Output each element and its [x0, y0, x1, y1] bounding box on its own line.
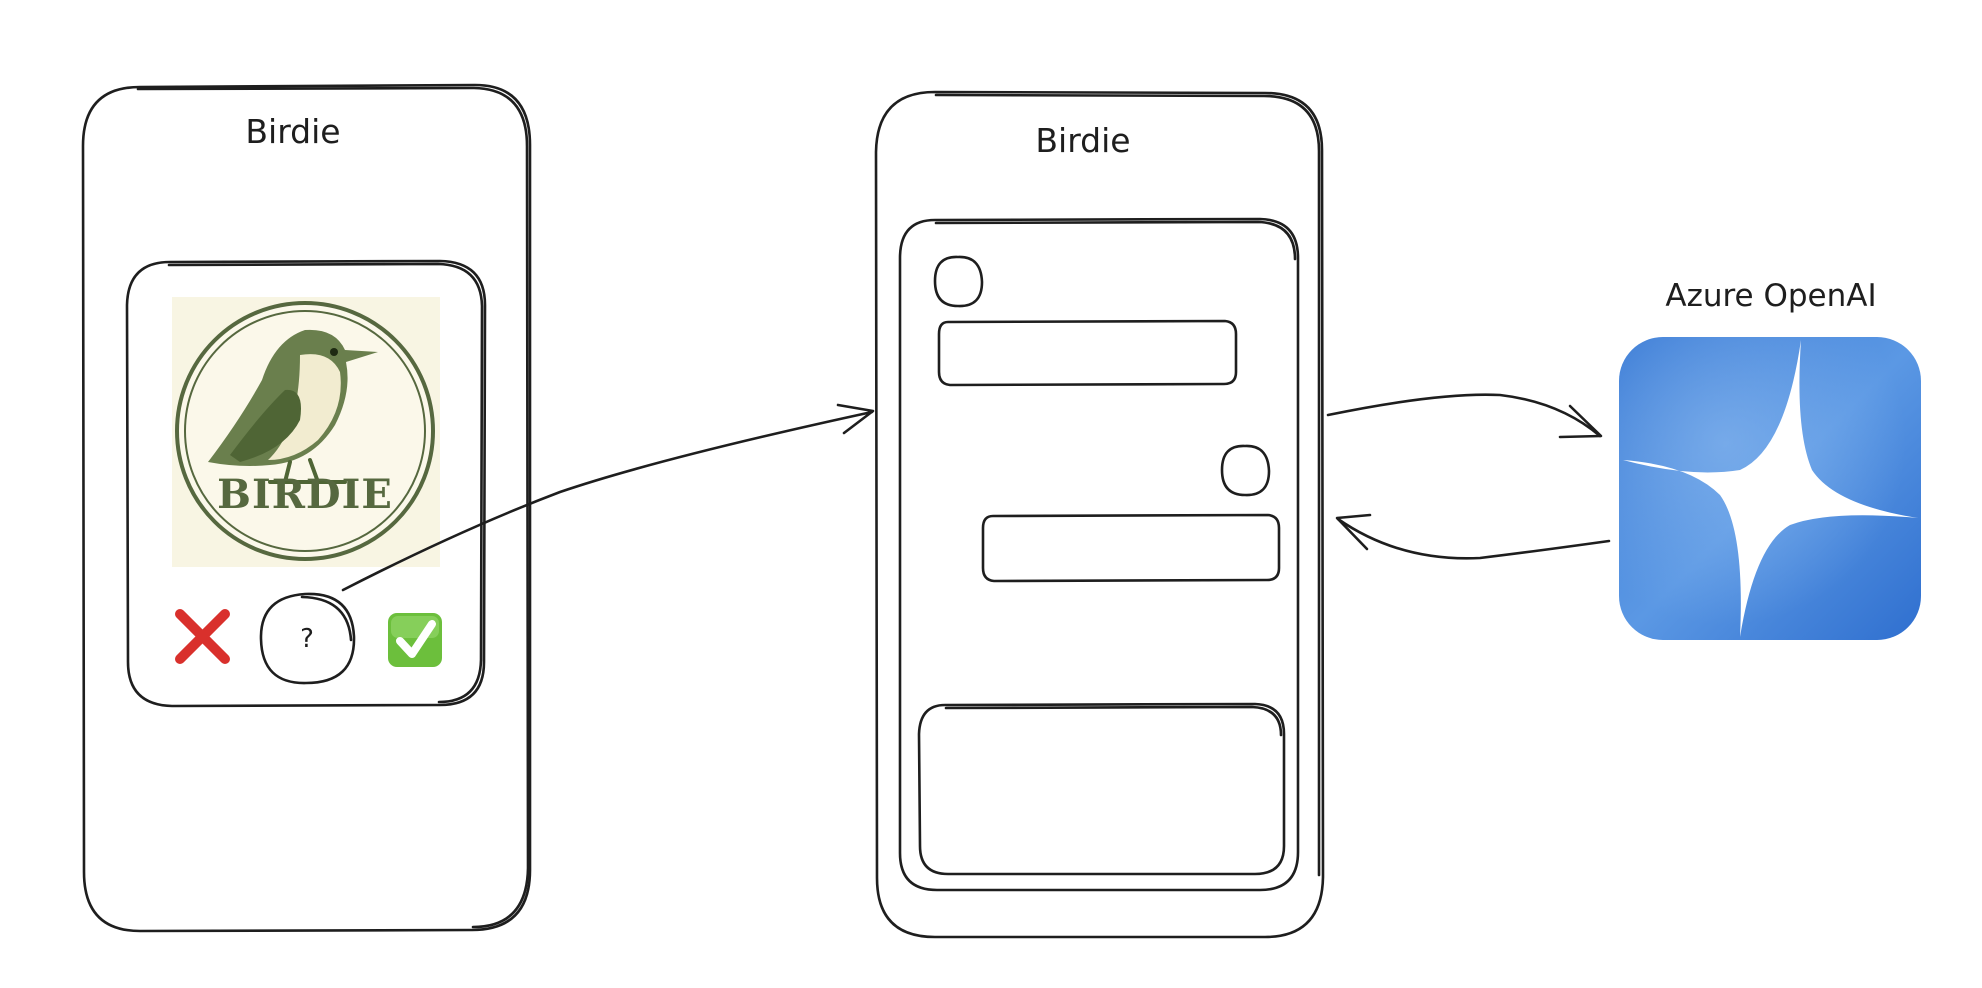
arrow-chat-to-azure [1326, 393, 1603, 439]
birdie-logo: BIRDIE [172, 297, 440, 567]
chat-panel [898, 217, 1300, 892]
left-phone-title: Birdie [245, 112, 340, 151]
chat-input-box[interactable] [917, 702, 1286, 876]
left-phone: Birdie BIRDIE [81, 83, 532, 933]
azure-openai-star-icon [1619, 337, 1921, 640]
bot-message-bubble [937, 319, 1238, 387]
azure-openai-label: Azure OpenAI [1665, 278, 1876, 314]
user-message-bubble [981, 513, 1281, 583]
reject-cross-icon[interactable] [175, 609, 230, 664]
accept-check-icon[interactable] [388, 613, 442, 667]
bot-avatar [933, 255, 984, 308]
right-phone: Birdie [874, 90, 1325, 939]
arrow-card-to-chat [341, 403, 875, 592]
right-phone-title: Birdie [1035, 121, 1130, 160]
user-avatar [1220, 444, 1271, 497]
arrow-azure-to-chat [1335, 513, 1611, 560]
info-question-button[interactable]: ? [259, 592, 356, 685]
info-question-label: ? [300, 624, 314, 654]
logo-text: BIRDIE [217, 471, 393, 518]
profile-card: BIRDIE ? [125, 259, 487, 708]
